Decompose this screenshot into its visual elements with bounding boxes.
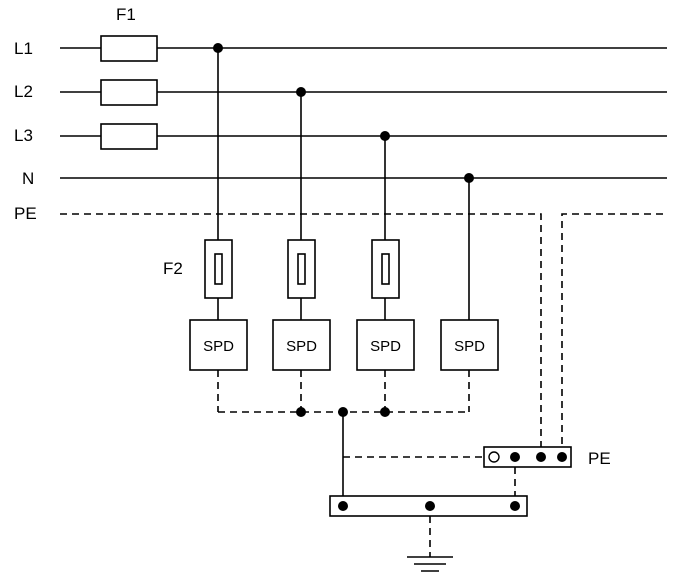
label-f1: F1 xyxy=(116,5,136,24)
junction-l2 xyxy=(296,87,306,97)
label-pe: PE xyxy=(14,204,37,223)
earth-bar-terminal-3 xyxy=(510,501,520,511)
spd-3-label: SPD xyxy=(370,338,401,355)
label-pe-bar: PE xyxy=(588,449,611,468)
spd-4-label: SPD xyxy=(454,338,485,355)
earth-bar-terminal-2 xyxy=(425,501,435,511)
label-l1: L1 xyxy=(14,39,33,58)
junction-l1 xyxy=(213,43,223,53)
earth-bar-terminal-1 xyxy=(338,501,348,511)
ground-symbol xyxy=(407,516,453,572)
junction-earth-2 xyxy=(296,407,306,417)
pe-terminal-2 xyxy=(536,452,546,462)
spd-2: SPD xyxy=(272,319,331,371)
fuse-f1-l3 xyxy=(100,123,158,150)
spd-3: SPD xyxy=(356,319,415,371)
pe-terminal-3 xyxy=(557,452,567,462)
spd-1-label: SPD xyxy=(203,338,234,355)
fuse-f1-l1 xyxy=(100,35,158,62)
fuse-f2-2 xyxy=(287,239,316,299)
label-l2: L2 xyxy=(14,82,33,101)
junction-n xyxy=(464,173,474,183)
pe-terminal-open xyxy=(488,451,500,463)
spd-1: SPD xyxy=(189,319,248,371)
junction-l3 xyxy=(380,131,390,141)
bus-pe xyxy=(60,213,663,453)
spd-4: SPD xyxy=(440,319,499,371)
main-earthing-bar xyxy=(329,495,528,517)
spd-2-label: SPD xyxy=(286,338,317,355)
fuse-f2-1 xyxy=(204,239,233,299)
label-f2: F2 xyxy=(163,259,183,278)
pe-terminal-1 xyxy=(510,452,520,462)
fuse-f1-l2 xyxy=(100,79,158,106)
spd-earth-collector xyxy=(217,370,470,413)
label-n: N xyxy=(22,169,34,188)
label-l3: L3 xyxy=(14,126,33,145)
junction-earth-3 xyxy=(380,407,390,417)
fuse-f2-3 xyxy=(371,239,400,299)
pe-terminal-bar xyxy=(483,446,572,468)
